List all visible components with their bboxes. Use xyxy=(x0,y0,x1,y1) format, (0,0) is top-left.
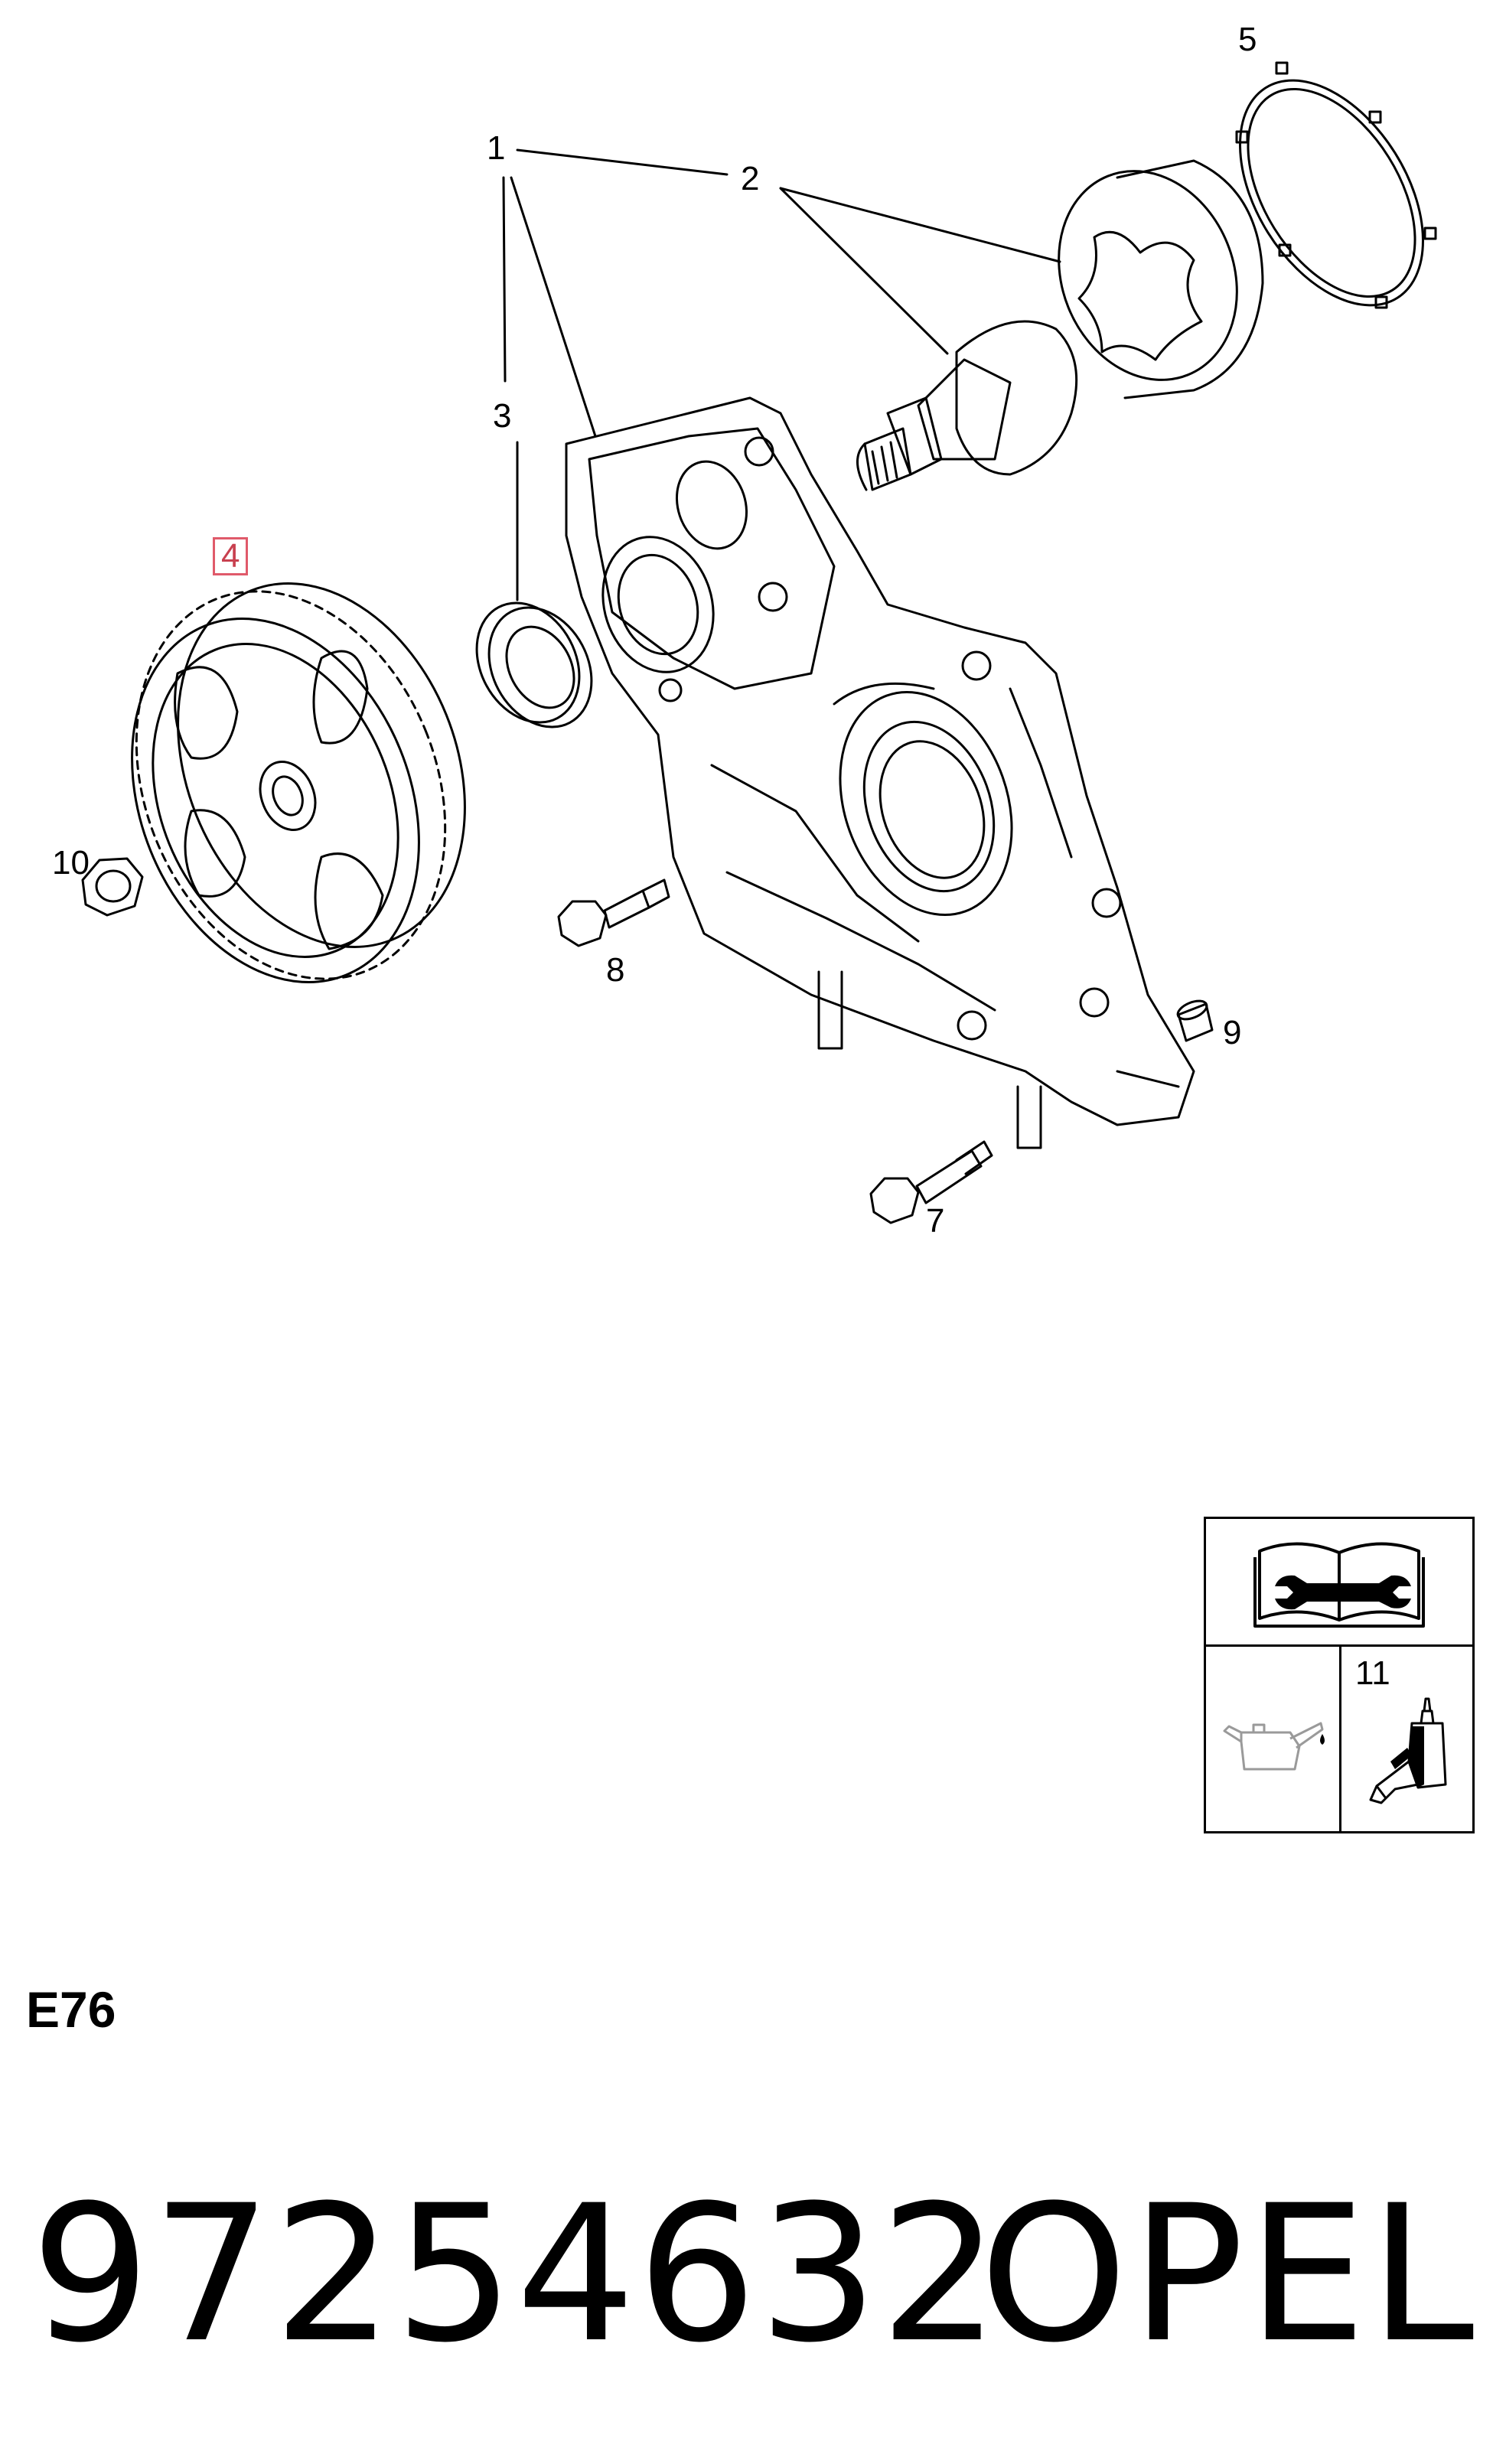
callout-5: 5 xyxy=(1238,21,1257,58)
legend-box: 11 xyxy=(1204,1517,1475,1833)
callout-2: 2 xyxy=(741,160,760,197)
section-code: E76 xyxy=(26,1981,116,2038)
brand-name: OPEL xyxy=(980,2166,1478,2384)
oil-can-icon xyxy=(1223,1722,1325,1771)
part-number: 97254632 xyxy=(31,2166,1002,2384)
legend-oil-cell xyxy=(1206,1647,1341,1831)
flange-bolt-8 xyxy=(557,878,670,947)
front-cover-housing xyxy=(565,396,1195,1126)
callout-7: 7 xyxy=(926,1202,945,1240)
callout-9: 9 xyxy=(1223,1014,1242,1051)
callout-8: 8 xyxy=(606,951,625,989)
legend-manual-cell xyxy=(1206,1519,1472,1647)
hex-nut xyxy=(81,857,144,917)
gasket-ring xyxy=(1235,61,1437,309)
dowel-pin xyxy=(1176,999,1214,1042)
callout-10: 10 xyxy=(52,844,90,882)
camshaft-gear xyxy=(131,582,466,983)
flange-bolt-7 xyxy=(869,1140,993,1224)
exploded-parts-diagram xyxy=(81,61,1437,1224)
legend-sealant-cell: 11 xyxy=(1341,1647,1472,1831)
legend-item-number: 11 xyxy=(1355,1654,1390,1692)
housing-studs xyxy=(817,970,1042,1149)
repair-manual-wrench-icon xyxy=(1253,1542,1425,1628)
sealant-bottle-icon xyxy=(1369,1697,1447,1804)
inner-rotor-shaft xyxy=(856,320,1078,491)
leader-lines xyxy=(502,148,1061,601)
shaft-seal xyxy=(475,601,593,728)
callout-4-highlighted: 4 xyxy=(213,537,249,575)
callout-1: 1 xyxy=(487,129,506,167)
callout-3: 3 xyxy=(493,397,512,435)
outer-rotor xyxy=(1058,159,1264,399)
